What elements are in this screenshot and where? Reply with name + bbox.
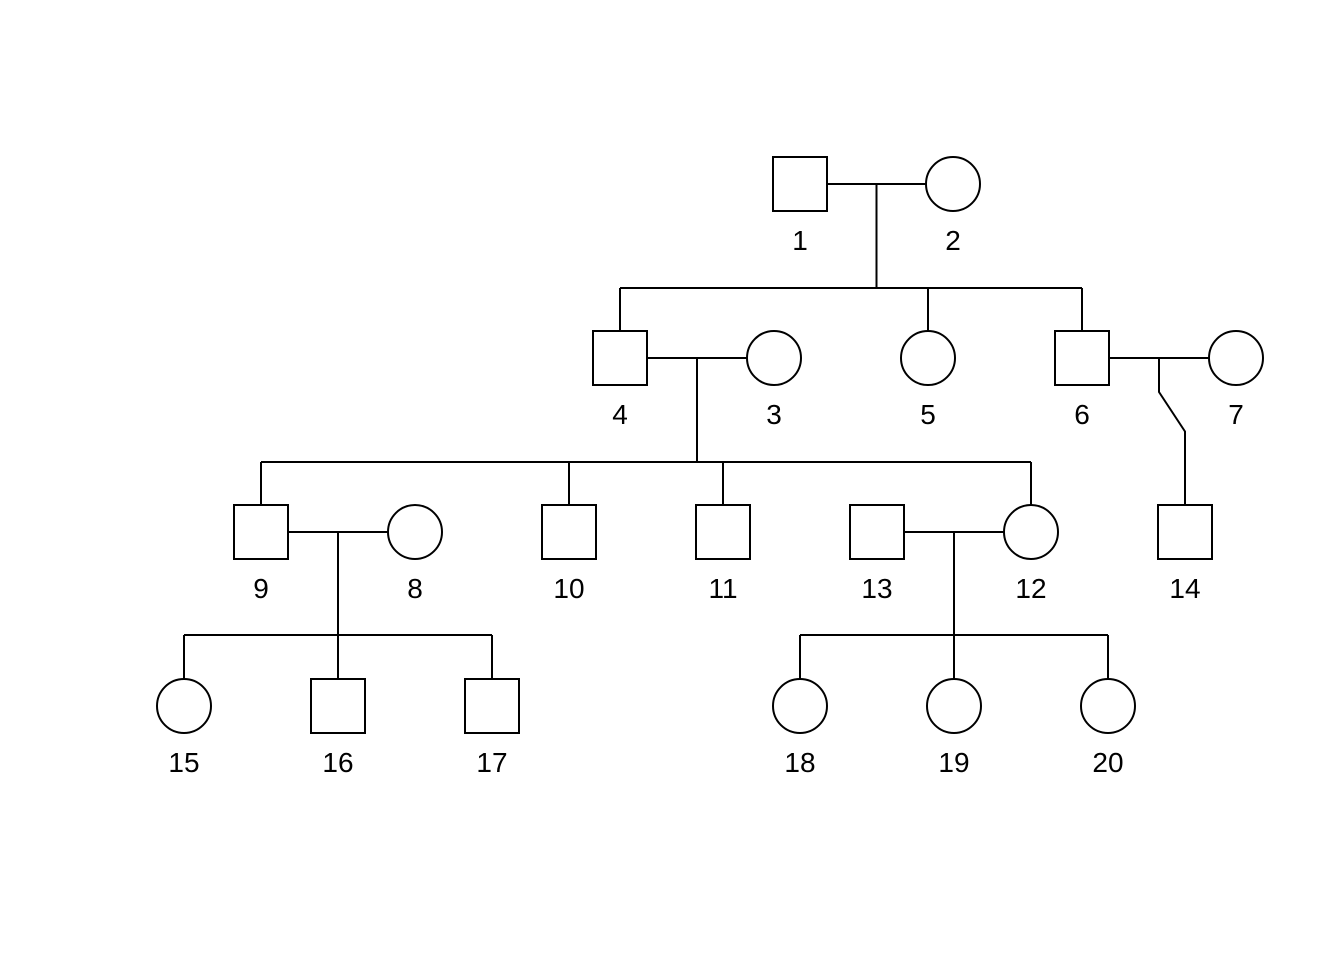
male-square (310, 678, 366, 734)
individual-13: 13 (849, 504, 905, 604)
female-circle (746, 330, 802, 386)
individual-label: 8 (407, 573, 423, 604)
individual-label: 1 (792, 225, 808, 256)
individual-label: 12 (1015, 573, 1046, 604)
male-square (541, 504, 597, 560)
individual-3: 3 (746, 330, 802, 430)
individual-label: 7 (1228, 399, 1244, 430)
female-circle (772, 678, 828, 734)
male-square (695, 504, 751, 560)
individual-label: 18 (784, 747, 815, 778)
individual-label: 15 (168, 747, 199, 778)
individual-label: 6 (1074, 399, 1090, 430)
individual-label: 4 (612, 399, 628, 430)
individual-8: 8 (387, 504, 443, 604)
individual-label: 11 (708, 573, 737, 604)
individual-15: 15 (156, 678, 212, 778)
female-circle (156, 678, 212, 734)
individual-10: 10 (541, 504, 597, 604)
individual-17: 17 (464, 678, 520, 778)
individual-5: 5 (900, 330, 956, 430)
individual-19: 19 (926, 678, 982, 778)
individual-16: 16 (310, 678, 366, 778)
female-circle (926, 678, 982, 734)
female-circle (1208, 330, 1264, 386)
individual-18: 18 (772, 678, 828, 778)
male-square (233, 504, 289, 560)
female-circle (1003, 504, 1059, 560)
descent-line (1158, 358, 1186, 505)
male-square (1054, 330, 1110, 386)
individual-14: 14 (1157, 504, 1213, 604)
female-circle (1080, 678, 1136, 734)
individual-20: 20 (1080, 678, 1136, 778)
individual-12: 12 (1003, 504, 1059, 604)
male-square (592, 330, 648, 386)
individual-label: 3 (766, 399, 782, 430)
individual-label: 19 (938, 747, 969, 778)
individual-2: 2 (925, 156, 981, 256)
female-circle (387, 504, 443, 560)
individual-1: 1 (772, 156, 828, 256)
individual-6: 6 (1054, 330, 1110, 430)
individual-label: 16 (322, 747, 353, 778)
individual-11: 11 (695, 504, 751, 604)
male-square (849, 504, 905, 560)
individual-label: 9 (253, 573, 269, 604)
individual-label: 10 (553, 573, 584, 604)
individual-9: 9 (233, 504, 289, 604)
individual-label: 2 (945, 225, 961, 256)
male-square (464, 678, 520, 734)
individual-label: 13 (861, 573, 892, 604)
individual-4: 4 (592, 330, 648, 430)
connector-lines (183, 183, 1209, 679)
individual-label: 20 (1092, 747, 1123, 778)
female-circle (900, 330, 956, 386)
individual-label: 17 (476, 747, 507, 778)
male-square (772, 156, 828, 212)
individual-label: 14 (1169, 573, 1200, 604)
female-circle (925, 156, 981, 212)
individual-7: 7 (1208, 330, 1264, 430)
male-square (1157, 504, 1213, 560)
individual-label: 5 (920, 399, 936, 430)
